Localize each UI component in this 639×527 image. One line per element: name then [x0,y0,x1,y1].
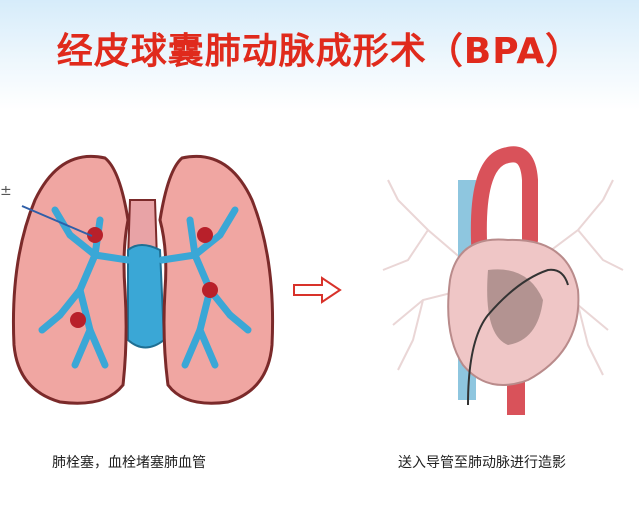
right-outline-arrow-icon [293,276,342,304]
clot-4 [202,282,218,298]
pointer-line [21,205,93,237]
header-band [0,0,639,110]
left-figure-caption: 肺栓塞，血栓堵塞肺血管 [52,455,206,471]
clot-3 [70,312,86,328]
catheter [467,268,569,406]
lungs-embolism-illustration [11,154,275,405]
clot-2 [197,227,213,243]
vessel-tree-left [158,206,252,369]
slide-title: 经皮球囊肺动脉成形术（BPA） [56,31,583,72]
catheter-angiography-illustration [382,146,624,415]
right-lung [11,154,130,405]
vessel-tree-right [38,206,132,369]
right-figure-caption: 送入导管至肺动脉进行造影 [398,455,566,471]
cropped-label-mark: ± [0,183,12,199]
aorta-arch [470,146,538,268]
heart-chamber [487,269,543,345]
clot-1 [87,227,103,243]
